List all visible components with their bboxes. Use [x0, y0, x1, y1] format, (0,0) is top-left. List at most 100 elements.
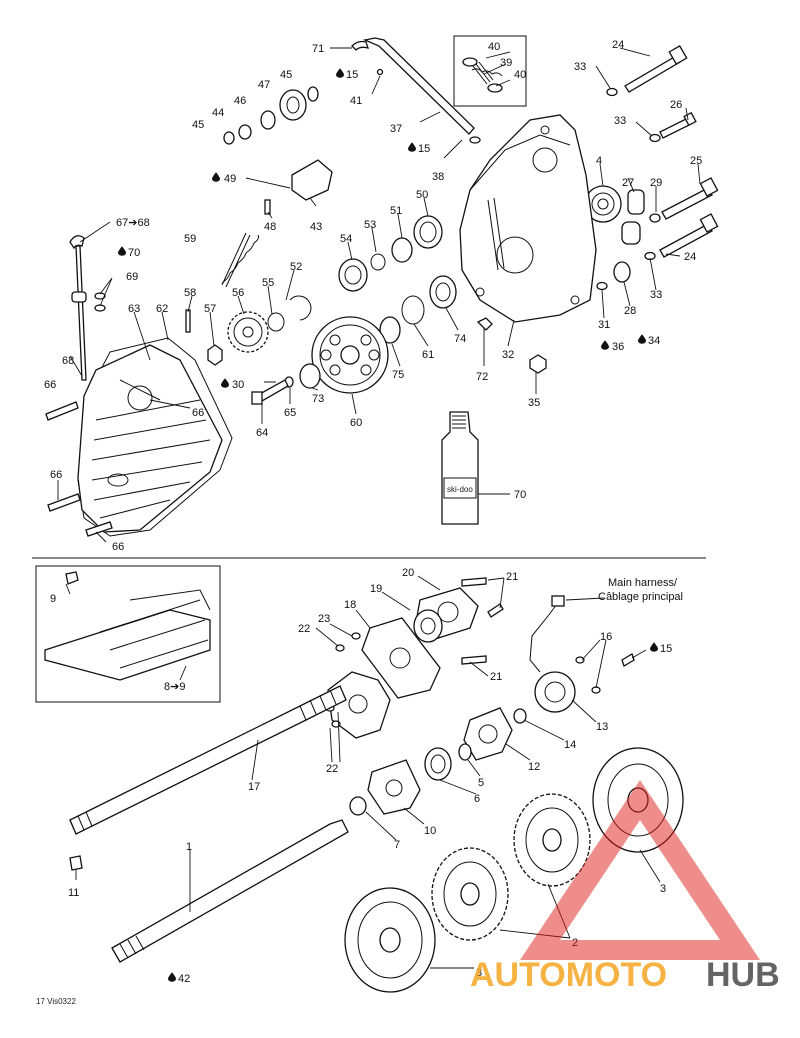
bolt-24-mid — [644, 213, 719, 261]
label-17: 17 — [248, 781, 260, 793]
label-75: 75 — [392, 369, 404, 381]
leader-lines — [57, 47, 701, 969]
label-6: 6 — [474, 793, 480, 805]
label-41: 41 — [350, 95, 362, 107]
part-number-labels: 71 40 39 40 24 33 15 41 47 45 46 44 45 3… — [44, 39, 702, 985]
label-5: 5 — [478, 777, 484, 789]
label-21b: 21 — [490, 671, 502, 683]
label-69: 69 — [126, 271, 138, 283]
watermark-triangle-logo — [520, 780, 760, 960]
label-40a: 40 — [488, 41, 500, 53]
label-33a: 33 — [574, 61, 586, 73]
label-40b: 40 — [514, 69, 526, 81]
label-7: 7 — [394, 839, 400, 851]
drawing-code: 17 Vis0322 — [36, 997, 76, 1006]
label-22a: 22 — [298, 623, 310, 635]
label-60: 60 — [350, 417, 362, 429]
label-72: 72 — [476, 371, 488, 383]
label-11: 11 — [68, 887, 79, 899]
label-51: 51 — [390, 205, 402, 217]
droplet-icon — [168, 972, 176, 982]
label-21a: 21 — [506, 571, 518, 583]
label-13: 13 — [596, 721, 608, 733]
label-14: 14 — [564, 739, 576, 751]
label-15c: 15 — [660, 643, 672, 655]
bottle-label: ski-doo — [447, 485, 473, 494]
label-45b: 45 — [192, 119, 204, 131]
label-23: 23 — [318, 613, 330, 625]
label-4: 4 — [596, 155, 602, 167]
label-34: 34 — [648, 335, 660, 347]
label-32: 32 — [502, 349, 514, 361]
harness-note-line2: Câblage principal — [598, 591, 683, 603]
droplet-icon — [638, 334, 646, 344]
label-30: 30 — [232, 379, 244, 391]
droplet-icon — [336, 68, 344, 78]
droplet-icon — [408, 142, 416, 152]
label-61: 61 — [422, 349, 434, 361]
drive-axle-1 — [111, 819, 349, 963]
droplet-icon — [650, 642, 658, 652]
label-48: 48 — [264, 221, 276, 233]
sprocket-56 — [227, 311, 269, 353]
label-15b: 15 — [418, 143, 430, 155]
sprocket-60 — [311, 316, 389, 394]
main-harness-note: Main harness/ Câblage principal — [598, 577, 683, 603]
automotohub-watermark: AUTOMOTO HUB — [470, 780, 780, 994]
bolt-26 — [649, 111, 697, 143]
track-detail-box — [35, 565, 221, 703]
label-31: 31 — [598, 319, 610, 331]
droplet-icon — [221, 378, 229, 388]
label-10: 10 — [424, 825, 436, 837]
watermark-text-automoto: AUTOMOTO — [470, 956, 667, 994]
label-52: 52 — [290, 261, 302, 273]
label-65: 65 — [284, 407, 296, 419]
label-8: 8➔9 — [164, 681, 185, 693]
label-73: 73 — [312, 393, 324, 405]
droplet-icon — [601, 340, 609, 350]
label-29: 29 — [650, 177, 662, 189]
label-15a: 15 — [346, 69, 358, 81]
label-71: 71 — [312, 43, 324, 55]
label-47: 47 — [258, 79, 270, 91]
label-70b: 70 — [514, 489, 526, 501]
droplet-icon — [118, 246, 126, 256]
label-50: 50 — [416, 189, 428, 201]
label-25: 25 — [690, 155, 702, 167]
label-20: 20 — [402, 567, 414, 579]
label-68: 68 — [62, 355, 74, 367]
sprocket-2-lower — [431, 847, 509, 941]
label-45a: 45 — [280, 69, 292, 81]
drive-axle-17 — [69, 685, 347, 835]
label-55: 55 — [262, 277, 274, 289]
label-70a: 70 — [128, 247, 140, 259]
label-37: 37 — [390, 123, 402, 135]
label-18: 18 — [344, 599, 356, 611]
label-3b: 3 — [476, 967, 482, 979]
label-66b: 66 — [192, 407, 204, 419]
label-12: 12 — [528, 761, 540, 773]
label-46: 46 — [234, 95, 246, 107]
label-22b: 22 — [326, 763, 338, 775]
bolt-24-top — [606, 45, 688, 97]
label-16: 16 — [600, 631, 612, 643]
label-54: 54 — [340, 233, 352, 245]
label-27: 27 — [622, 177, 634, 189]
label-33c: 33 — [650, 289, 662, 301]
label-1: 1 — [186, 841, 192, 853]
label-63: 63 — [128, 303, 140, 315]
label-66c: 66 — [50, 469, 62, 481]
upper-chaincase-assembly: ski-doo — [45, 35, 719, 537]
label-74: 74 — [454, 333, 466, 345]
label-59: 59 — [184, 233, 196, 245]
label-33b: 33 — [614, 115, 626, 127]
sprocket-3-left — [344, 887, 436, 993]
chaincase-oil-bottle: ski-doo — [441, 411, 479, 525]
label-42: 42 — [178, 973, 190, 985]
bolt-25 — [661, 177, 719, 220]
label-36: 36 — [612, 341, 624, 353]
label-28: 28 — [624, 305, 636, 317]
label-53: 53 — [364, 219, 376, 231]
label-26: 26 — [670, 99, 682, 111]
